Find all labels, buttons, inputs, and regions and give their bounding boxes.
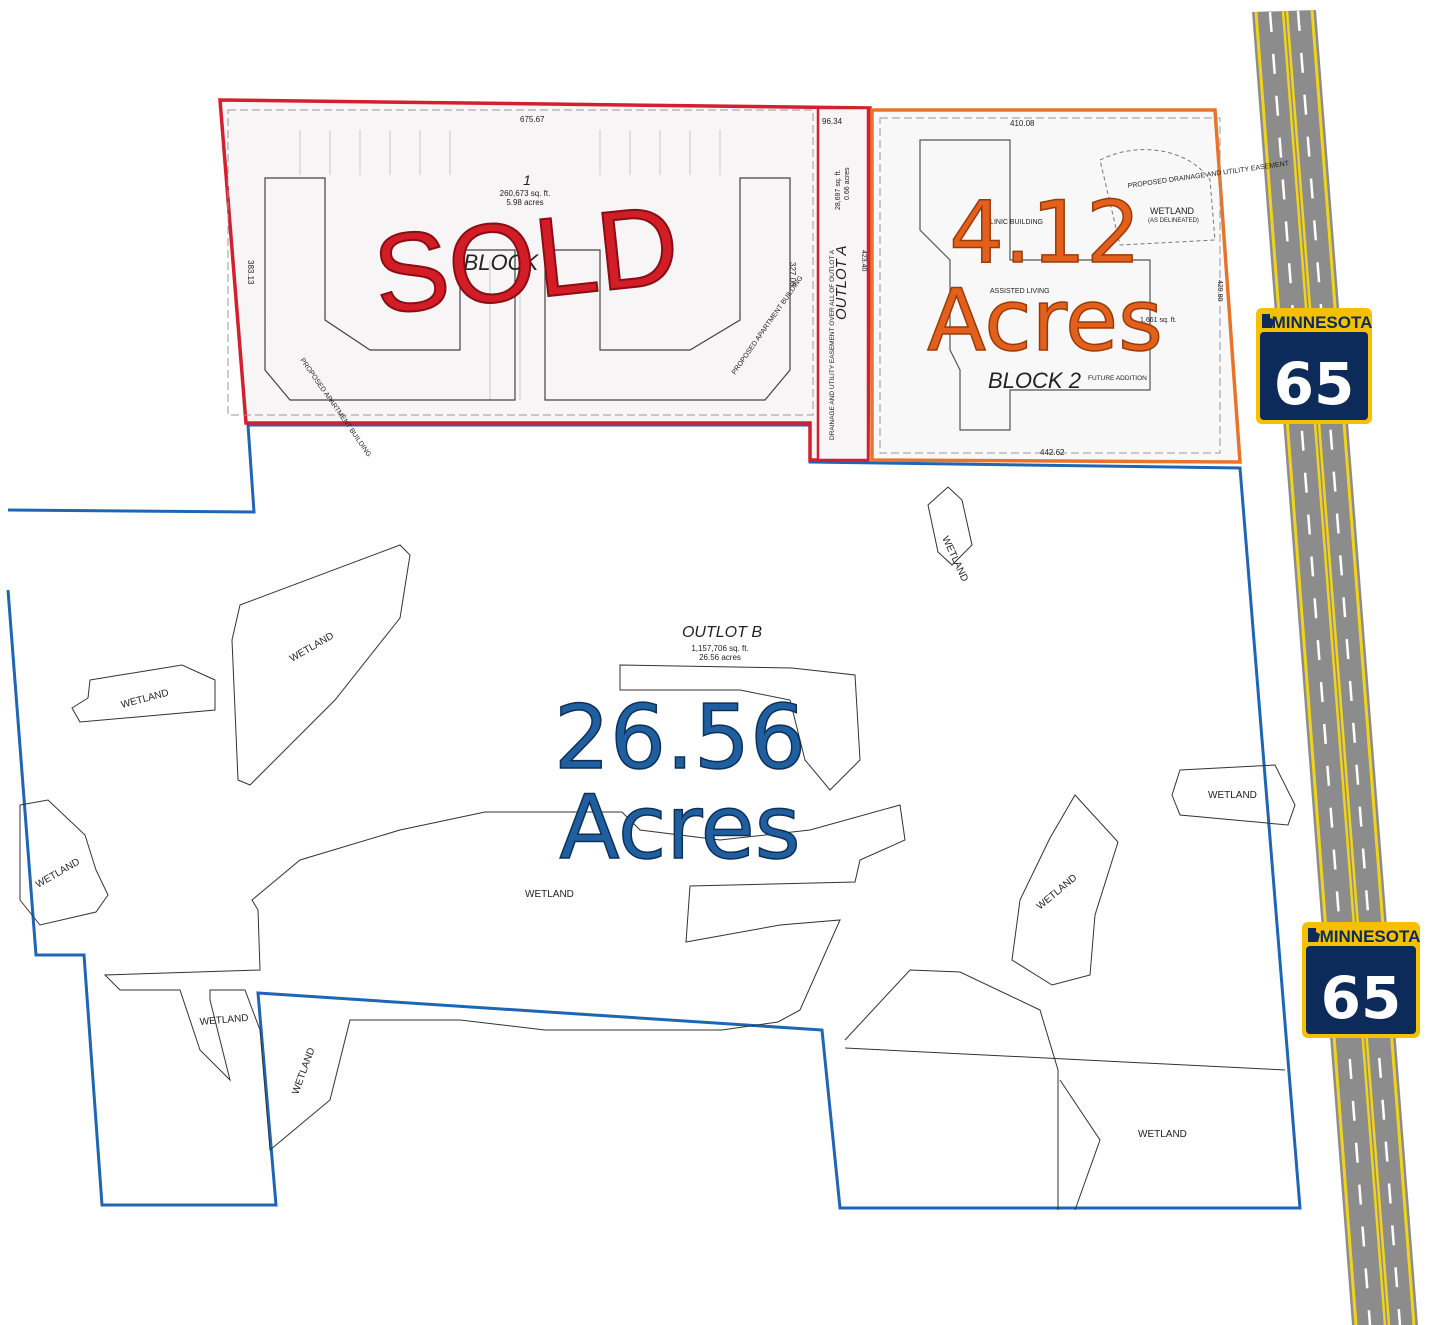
block2-dim-right: 429.80 (1216, 280, 1223, 302)
block1-lot-number: 1 (523, 172, 531, 188)
wetland-label: WETLAND (290, 1046, 317, 1096)
outlot-b-area-acres: 26.56 acres (699, 653, 741, 662)
parcel2-acres-number: 4.12 (949, 183, 1140, 283)
wetland-label: WETLAND (120, 688, 170, 711)
block2-lot-area: 1,661 sq. ft. (1140, 317, 1177, 324)
shield-route-number: 65 (1274, 350, 1355, 418)
block2-label: BLOCK 2 (988, 368, 1081, 393)
block2-dim-top: 410.08 (1010, 119, 1035, 128)
wetland-label: WETLAND (288, 631, 336, 665)
block2-clinic-label: CLINIC BUILDING (985, 219, 1043, 226)
block1-lot-area-sqft: 260,673 sq. ft. (500, 189, 551, 198)
wetland-label: WETLAND (1138, 1129, 1187, 1140)
highway-road (1252, 9, 1418, 1325)
outlot-b-area-sqft: 1,157,706 sq. ft. (691, 644, 748, 653)
highway-shield-upper: MINNESOTA 65 (1256, 308, 1372, 424)
outlot-a-area-acres: 0.66 acres (844, 167, 851, 200)
block2-future-label: FUTURE ADDITION (1088, 375, 1147, 382)
block2-parcel: 410.08 442.62 429.80 CLINIC BUILDING ASS… (870, 108, 1290, 464)
outlotb-acres-unit: Acres (559, 776, 800, 879)
shield-route-number: 65 (1321, 964, 1402, 1032)
wetland-label: WETLAND (939, 535, 970, 584)
outlot-b-boundary (6, 423, 1302, 1210)
wetland-label: WETLAND (199, 1013, 249, 1028)
block1-dim-top: 675.67 (520, 115, 545, 124)
block1-parcel: 675.67 383.13 327.06 1 260,673 sq. ft. 5… (218, 98, 872, 462)
outlot-a-easement-note: DRAINAGE AND UTILITY EASEMENT OVER ALL O… (829, 249, 836, 440)
block2-wetland-note: (AS DELINEATED) (1148, 218, 1199, 224)
parcel2-acres-unit: Acres (927, 271, 1163, 371)
block1-dim-left: 383.13 (246, 260, 255, 285)
wetland-label: WETLAND (34, 857, 82, 891)
outlot-a-label: OUTLOT A (833, 246, 850, 320)
wetland-label: WETLAND (1035, 872, 1080, 912)
shield-state-label: MINNESOTA (1320, 927, 1421, 946)
wetland-label: WETLAND (1208, 790, 1257, 801)
block2-wetland-label: WETLAND (1150, 206, 1195, 216)
outlot-a-dim-top: 96.34 (822, 117, 843, 126)
outlotb-acres-number: 26.56 (554, 686, 806, 789)
wetland-boundaries (19, 486, 1296, 1211)
block1-lot-area-acres: 5.98 acres (506, 198, 543, 207)
outlot-a-parcel: 96.34 OUTLOT A 28,697 sq. ft. 0.66 acres… (816, 106, 870, 462)
shield-state-label: MINNESOTA (1272, 313, 1373, 332)
block2-assisted-label: ASSISTED LIVING (990, 288, 1050, 295)
wetland-label: WETLAND (525, 889, 574, 900)
block1-label: BLOCK 1 (464, 250, 557, 275)
outlot-a-area-sqft: 28,697 sq. ft. (835, 169, 842, 210)
block1-dim-right: 327.06 (788, 262, 797, 287)
highway-shield-lower: MINNESOTA 65 (1302, 922, 1420, 1038)
outlot-a-dim-right: 423.40 (860, 250, 867, 272)
outlot-b-label: OUTLOT B (682, 624, 762, 641)
block2-dim-bottom: 442.62 (1040, 448, 1065, 457)
